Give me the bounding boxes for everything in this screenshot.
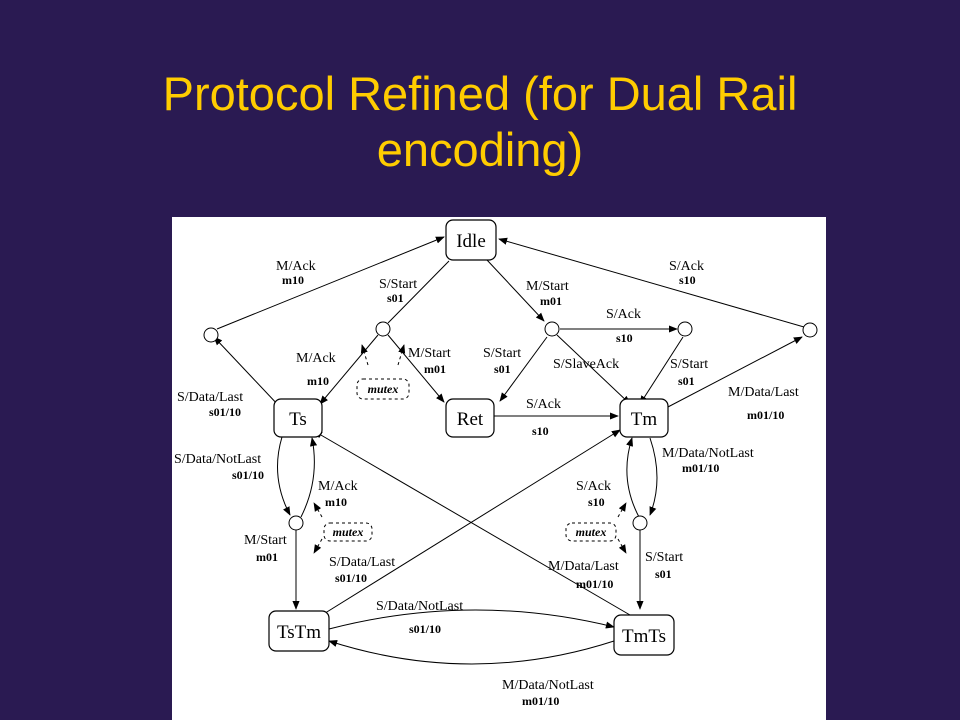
edge-j8-tm xyxy=(626,437,640,518)
edge-label-sub: s10 xyxy=(532,424,549,438)
edge-tstm-tmts xyxy=(328,609,615,630)
edge-label-sub: m01 xyxy=(256,550,278,564)
slide-title-line-2: encoding) xyxy=(376,123,584,176)
mutex-box-right xyxy=(565,522,617,542)
edge-label: M/Data/NotLast xyxy=(502,678,594,693)
edge-j6-idle xyxy=(498,237,805,328)
slide-title-line-1: Protocol Refined (for Dual Rail xyxy=(162,67,798,120)
junction-circle xyxy=(802,322,818,338)
edge-label-sub: m01/10 xyxy=(747,408,784,422)
edge-j4-tm xyxy=(639,336,684,405)
junction-circle xyxy=(677,321,693,337)
edge-j3-ret xyxy=(499,336,548,402)
edge-label: S/Ack xyxy=(606,307,641,322)
edge-tm-j6 xyxy=(665,336,803,409)
edge-label-sub: s01 xyxy=(655,567,672,581)
state-ret xyxy=(445,398,495,438)
state-diagram-figure: mutex mutex mutex Idle Ts Ret Tm TsTm Tm… xyxy=(172,217,826,720)
edge-label-sub: s10 xyxy=(679,273,696,287)
edge-label: M/Ack xyxy=(276,259,316,274)
slide-title: Protocol Refined (for Dual Rail encoding… xyxy=(0,66,960,178)
edge-label: S/Start xyxy=(379,277,417,292)
edge-label: S/Start xyxy=(670,357,708,372)
edge-label-sub: m10 xyxy=(282,273,304,287)
state-ret-label: Ret xyxy=(457,409,484,430)
edge-ts-j7 xyxy=(277,436,291,516)
edge-label: S/Data/Last xyxy=(177,390,243,405)
junction-circle xyxy=(632,515,648,531)
edge-label-sub: s01 xyxy=(494,362,511,376)
edge-label: S/Ack xyxy=(526,397,561,412)
edge-label: M/Ack xyxy=(296,351,336,366)
mutex-arrow-right-2 xyxy=(617,538,627,554)
transition-labels: M/Ack m10 S/Start s01 M/Start m01 S/Ack … xyxy=(174,259,799,708)
edge-label: S/Data/NotLast xyxy=(174,452,261,467)
edge-label: S/Data/Last xyxy=(329,555,395,570)
edge-tmts-ts xyxy=(313,430,631,616)
edge-label-sub: m01/10 xyxy=(576,577,613,591)
state-ts-label: Ts xyxy=(289,409,307,430)
edge-label: M/Start xyxy=(244,533,287,548)
edge-label-sub: s01 xyxy=(387,291,404,305)
edge-tm-j8 xyxy=(649,437,658,516)
edge-label: M/Ack xyxy=(318,479,358,494)
edge-label-sub: s01/10 xyxy=(209,405,241,419)
edge-label: S/Data/NotLast xyxy=(376,599,463,614)
state-tstm xyxy=(268,610,330,652)
mutex-box-top xyxy=(356,378,410,400)
edge-label-sub: s01/10 xyxy=(335,571,367,585)
edge-label-sub: m10 xyxy=(325,495,347,509)
mutex-label-left: mutex xyxy=(333,525,364,539)
edge-label-sub: s10 xyxy=(616,331,633,345)
edge-ts-j1 xyxy=(213,336,281,408)
edge-label-sub: s01/10 xyxy=(232,468,264,482)
edge-label: M/Data/Last xyxy=(728,385,799,400)
edge-idle-j2 xyxy=(387,260,450,324)
edge-label-sub: m01/10 xyxy=(522,694,559,708)
junction-circle xyxy=(375,321,391,337)
state-tstm-label: TsTm xyxy=(277,622,321,643)
edge-label-sub: m10 xyxy=(307,374,329,388)
edge-label: S/Start xyxy=(483,346,521,361)
edge-label: M/Start xyxy=(526,279,569,294)
state-idle-label: Idle xyxy=(456,231,486,252)
mutex-arrow-left-1 xyxy=(313,502,323,518)
state-idle xyxy=(445,219,497,261)
edge-label-sub: m01 xyxy=(540,294,562,308)
mutex-arrow-left-2 xyxy=(313,538,323,554)
edge-label-sub: m01 xyxy=(424,362,446,376)
junction-circle xyxy=(203,327,219,343)
edge-label-sub: m01/10 xyxy=(682,461,719,475)
edge-label-sub: s10 xyxy=(588,495,605,509)
edge-label: M/Data/Last xyxy=(548,559,619,574)
edge-label: M/Start xyxy=(408,346,451,361)
edge-label: M/Data/NotLast xyxy=(662,446,754,461)
edge-j3-tm xyxy=(556,334,631,405)
state-tm xyxy=(619,398,669,438)
state-tmts xyxy=(613,614,675,656)
junction-circle xyxy=(544,321,560,337)
edge-j2-ts xyxy=(319,334,379,405)
mutex-arrow-right-1 xyxy=(617,502,627,518)
edge-j7-ts xyxy=(300,437,318,518)
state-ts xyxy=(273,398,323,438)
edge-tmts-tstm xyxy=(328,640,615,665)
mutex-label-right: mutex xyxy=(576,525,607,539)
state-tm-label: Tm xyxy=(631,409,658,430)
edge-label: S/Start xyxy=(645,550,683,565)
state-diagram: mutex mutex mutex Idle Ts Ret Tm TsTm Tm… xyxy=(174,219,818,708)
edge-j1-idle xyxy=(216,236,445,330)
mutex-box-left xyxy=(323,522,373,542)
edge-label-sub: s01/10 xyxy=(409,622,441,636)
edge-j2-ret xyxy=(387,334,445,403)
junction-circle xyxy=(288,515,304,531)
state-tmts-label: TmTs xyxy=(622,626,666,647)
edge-label: S/Ack xyxy=(576,479,611,494)
edge-label: S/SlaveAck xyxy=(553,357,619,372)
edge-label: S/Ack xyxy=(669,259,704,274)
mutex-label-top: mutex xyxy=(368,382,399,396)
edge-label-sub: s01 xyxy=(678,374,695,388)
edge-idle-j3 xyxy=(486,259,545,322)
